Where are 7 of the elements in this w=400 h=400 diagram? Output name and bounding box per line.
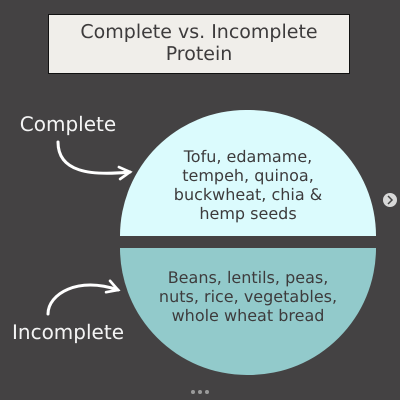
food-list-text: Beans, lentils, peas, nuts, rice, vegetables, whole wheat bread <box>158 268 338 326</box>
food-list-text: Tofu, edamame, tempeh, quinoa, buckwheat, chia & hemp seeds <box>172 146 324 224</box>
category-label: Complete <box>20 112 116 136</box>
category-label: Incomplete <box>12 320 124 344</box>
curved-arrow <box>56 140 132 180</box>
curved-arrow <box>46 280 120 316</box>
title-box: Complete vs. Incomplete Protein <box>48 14 350 74</box>
